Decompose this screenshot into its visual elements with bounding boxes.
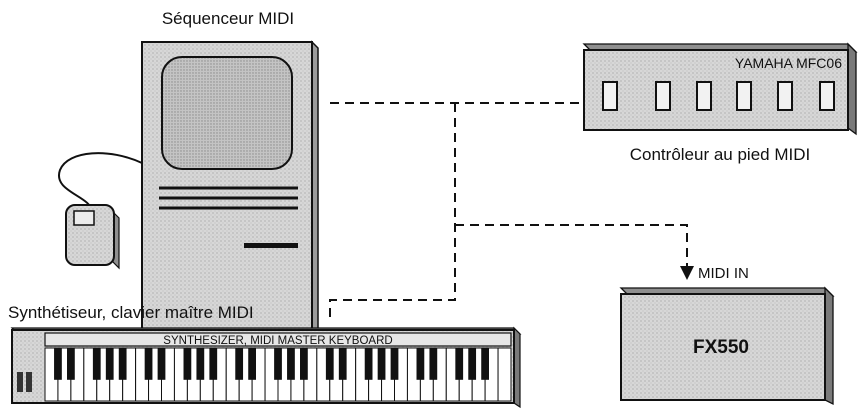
- pitch-wheel: [17, 372, 23, 392]
- black-key: [326, 348, 334, 380]
- black-key: [93, 348, 101, 380]
- foot-controller-device: YAMAHA MFC06 Contrôleur au pied MIDI: [584, 44, 856, 164]
- black-key: [184, 348, 192, 380]
- black-key: [158, 348, 166, 380]
- sequencer-screen: [162, 57, 292, 169]
- foot-switch-1: [603, 82, 617, 110]
- foot-switch-4: [737, 82, 751, 110]
- black-key: [145, 348, 153, 380]
- black-key: [378, 348, 386, 380]
- black-key: [339, 348, 347, 380]
- black-key: [391, 348, 399, 380]
- black-key: [481, 348, 489, 380]
- synth-label: Synthétiseur, clavier maître MIDI: [8, 303, 254, 322]
- piano-keyboard: [45, 348, 511, 401]
- mouse: [59, 153, 142, 268]
- black-key: [209, 348, 217, 380]
- arrow-down-icon: [680, 266, 694, 280]
- black-key: [196, 348, 204, 380]
- black-key: [365, 348, 373, 380]
- fx550-side: [825, 288, 833, 404]
- fx550-device: FX550: [621, 288, 833, 404]
- black-key: [468, 348, 476, 380]
- cable-to-fx: [455, 225, 687, 268]
- foot-switch-6: [820, 82, 834, 110]
- mod-wheel: [26, 372, 32, 392]
- foot-switch-3: [697, 82, 711, 110]
- black-key: [287, 348, 295, 380]
- fx550-label: FX550: [693, 337, 749, 358]
- black-key: [235, 348, 243, 380]
- synth-panel-label: SYNTHESIZER, MIDI MASTER KEYBOARD: [163, 335, 392, 347]
- cable-controller-to-synth: [330, 103, 455, 318]
- foot-switch-2: [656, 82, 670, 110]
- foot-controller-side: [848, 44, 856, 134]
- black-key: [455, 348, 463, 380]
- foot-switch-5: [778, 82, 792, 110]
- black-key: [119, 348, 127, 380]
- foot-controller-brand: YAMAHA MFC06: [735, 55, 842, 71]
- white-key: [498, 348, 511, 401]
- foot-controller-label: Contrôleur au pied MIDI: [630, 145, 810, 164]
- black-key: [67, 348, 75, 380]
- black-key: [274, 348, 282, 380]
- sequencer-drive-slot: [244, 243, 298, 248]
- midi-cables: [330, 103, 687, 318]
- black-key: [429, 348, 437, 380]
- mouse-button: [74, 211, 94, 225]
- black-key: [54, 348, 62, 380]
- black-key: [417, 348, 425, 380]
- sequencer-label: Séquenceur MIDI: [162, 9, 294, 28]
- black-key: [248, 348, 256, 380]
- midi-in-label: MIDI IN: [698, 265, 749, 282]
- black-key: [106, 348, 114, 380]
- black-key: [300, 348, 308, 380]
